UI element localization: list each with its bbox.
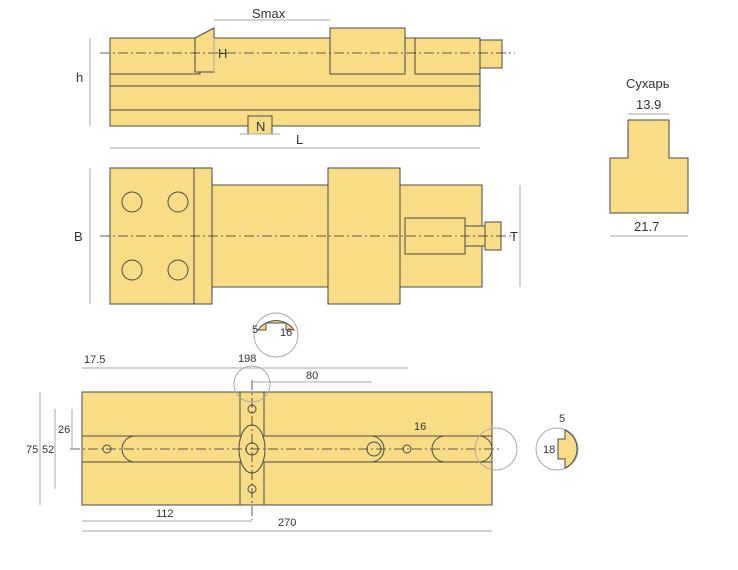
- side-view: Smax H h N L: [76, 6, 515, 149]
- l-label: L: [296, 132, 303, 147]
- dim-52: 52: [42, 444, 54, 456]
- t-label: T: [510, 229, 518, 244]
- dim-26: 26: [58, 424, 70, 436]
- dim-80: 80: [306, 370, 318, 382]
- detail-top-width: 16: [280, 327, 292, 339]
- dim-75: 75: [26, 444, 38, 456]
- sukhar-detail: Сухарь 13.9 21.7: [609, 76, 689, 237]
- dim-198: 198: [238, 353, 256, 365]
- b-label: B: [74, 229, 83, 244]
- dim-270: 270: [278, 517, 296, 529]
- smax-label: Smax: [252, 6, 286, 21]
- detail-circle-top: [233, 365, 271, 403]
- detail-right-height: 18: [543, 444, 555, 456]
- sukhar-top-width: 13.9: [636, 97, 661, 112]
- h-lower-label: h: [76, 70, 83, 85]
- fixed-jaw: [194, 27, 215, 73]
- sukhar-shape: [609, 119, 689, 214]
- detail-circle-right: [474, 427, 518, 471]
- top-view: B T: [74, 167, 521, 305]
- detail-top-depth: 5: [252, 324, 258, 336]
- dim-16: 16: [414, 421, 426, 433]
- detail-right-depth: 5: [559, 413, 565, 425]
- h-upper-label: H: [218, 46, 227, 61]
- n-label: N: [256, 119, 265, 134]
- bolt-holes: [121, 191, 189, 281]
- base-plate: 17.5 198 80 75 52 26 16 112 270 5 16 5 1…: [26, 312, 579, 532]
- sukhar-bottom-width: 21.7: [634, 219, 659, 234]
- dim-112: 112: [156, 508, 174, 520]
- sukhar-title: Сухарь: [626, 76, 670, 91]
- fixed-jaw-base: [109, 37, 201, 75]
- movable-jaw: [329, 27, 406, 75]
- screw-housing: [414, 37, 481, 75]
- dim-17-5: 17.5: [84, 354, 105, 366]
- screw-head: [479, 39, 503, 69]
